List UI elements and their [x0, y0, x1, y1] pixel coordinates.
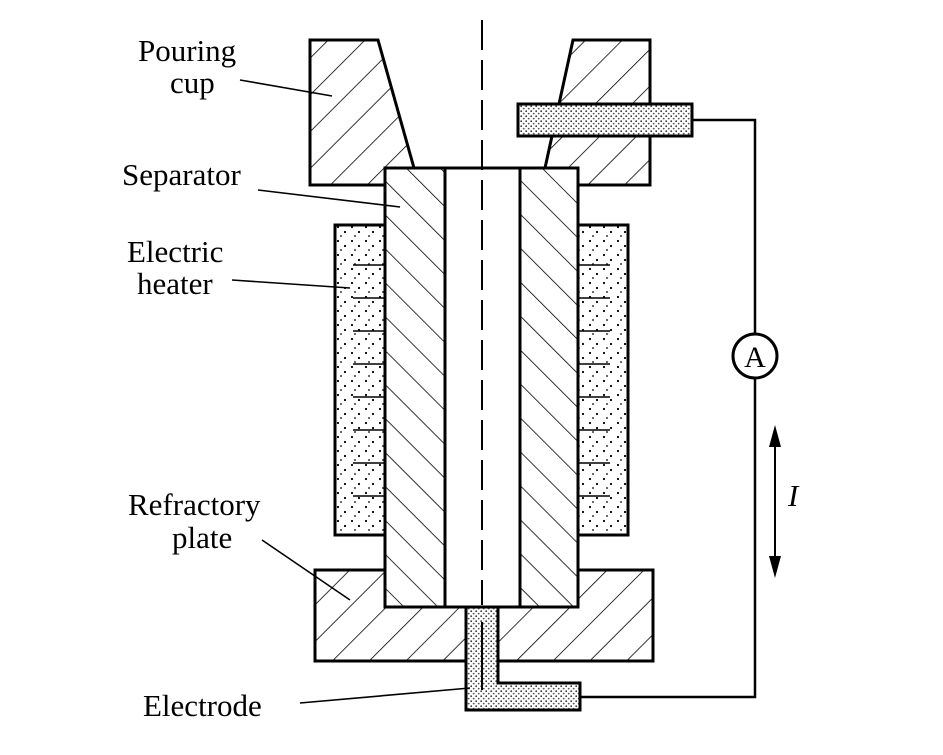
leader-lines	[231, 79, 471, 704]
circuit-wire	[580, 118, 757, 699]
bottom-electrode	[464, 605, 582, 712]
svg-text:plate: plate	[172, 520, 232, 555]
current-arrow	[769, 425, 781, 578]
electric-heater-label: Electric heater	[127, 234, 223, 301]
svg-text:heater: heater	[137, 266, 213, 301]
separator-label: Separator	[122, 157, 241, 192]
svg-text:cup: cup	[170, 65, 215, 100]
electrode-label: Electrode	[143, 688, 262, 723]
heater-coil-lines	[353, 264, 610, 497]
svg-text:Pouring: Pouring	[138, 33, 236, 68]
pouring-cup-label: Pouring cup	[138, 33, 236, 100]
top-electrode	[516, 102, 694, 138]
svg-text:Electric: Electric	[127, 234, 223, 269]
ammeter: A	[731, 332, 779, 380]
refractory-plate	[313, 568, 655, 663]
ammeter-symbol: A	[744, 341, 766, 374]
svg-text:Refractory: Refractory	[128, 487, 261, 522]
electric-heater	[333, 223, 630, 537]
current-label: I	[787, 478, 800, 513]
refractory-plate-label: Refractory plate	[128, 487, 261, 555]
